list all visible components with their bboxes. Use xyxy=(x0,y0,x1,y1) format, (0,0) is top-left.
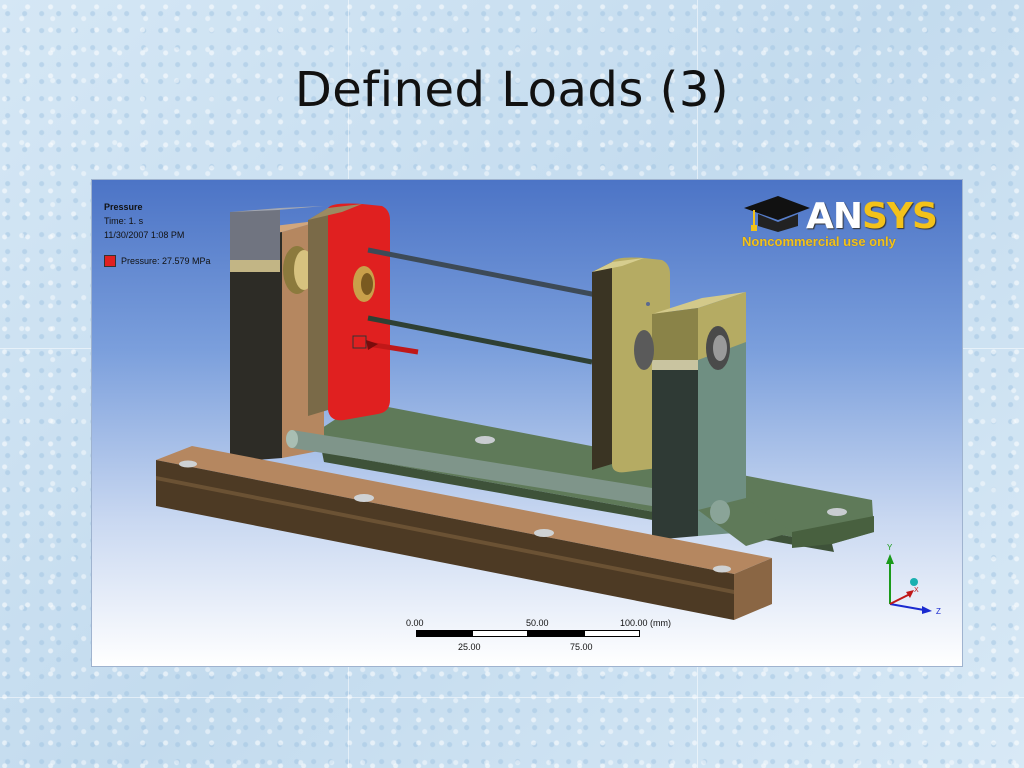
mount-hole xyxy=(475,436,495,444)
mount-hole xyxy=(179,460,197,468)
z-axis-label: Z xyxy=(936,607,941,616)
mount-hole xyxy=(354,494,374,502)
scale-segment xyxy=(528,630,584,637)
mount-hole xyxy=(713,565,731,573)
front-base-top xyxy=(156,446,772,574)
scale-label: 50.00 xyxy=(526,618,549,628)
tie-rod xyxy=(367,247,613,301)
result-legend: Pressure Time: 1. s 11/30/2007 1:08 PM P… xyxy=(104,200,211,268)
mount-hole xyxy=(827,508,847,516)
right-bearing-block xyxy=(652,292,746,314)
pressure-face xyxy=(328,203,390,421)
pressure-plate-side xyxy=(308,208,328,416)
left-upright xyxy=(230,232,282,462)
right-plate xyxy=(592,262,612,470)
left-clamp xyxy=(230,208,280,266)
scale-label: 100.00 (mm) xyxy=(620,618,672,628)
scale-bar: 0.00 50.00 100.00 (mm) 25.00 75.00 xyxy=(406,618,690,658)
legend-entry-label: Pressure: 27.579 MPa xyxy=(121,256,211,266)
ansys-logo: ANSYS Noncommercial use only xyxy=(736,194,946,254)
scale-label: 25.00 xyxy=(458,642,481,652)
fixture-model[interactable] xyxy=(92,180,962,666)
slide-title: Defined Loads (3) xyxy=(294,62,730,118)
guide-rod xyxy=(292,430,652,506)
scale-segment xyxy=(416,630,472,637)
legend-time: Time: 1. s xyxy=(104,216,144,226)
noncommercial-tag: Noncommercial use only xyxy=(742,234,896,249)
graduation-cap-icon xyxy=(744,196,810,232)
ansys-viewport[interactable]: Pressure Time: 1. s 11/30/2007 1:08 PM P… xyxy=(92,180,962,666)
tie-rod xyxy=(367,315,593,365)
legend-entry: Pressure: 27.579 MPa xyxy=(104,254,211,268)
ansys-wordmark: ANSYS xyxy=(806,196,938,237)
scale-segment xyxy=(584,630,640,637)
pressure-marker xyxy=(352,335,367,349)
y-axis-label: Y xyxy=(887,543,893,552)
x-axis-label: X xyxy=(914,587,919,594)
scale-label: 75.00 xyxy=(570,642,593,652)
legend-title: Pressure xyxy=(104,202,143,212)
tile-seam xyxy=(0,697,1024,698)
mount-hole xyxy=(534,529,554,537)
scale-label: 0.00 xyxy=(406,618,424,628)
scale-segment xyxy=(472,630,528,637)
pressure-swatch xyxy=(104,255,116,267)
front-base-face xyxy=(156,460,734,620)
legend-date: 11/30/2007 1:08 PM xyxy=(104,230,185,240)
axis-triad[interactable]: Y Z X xyxy=(880,540,950,620)
boss xyxy=(710,500,730,524)
